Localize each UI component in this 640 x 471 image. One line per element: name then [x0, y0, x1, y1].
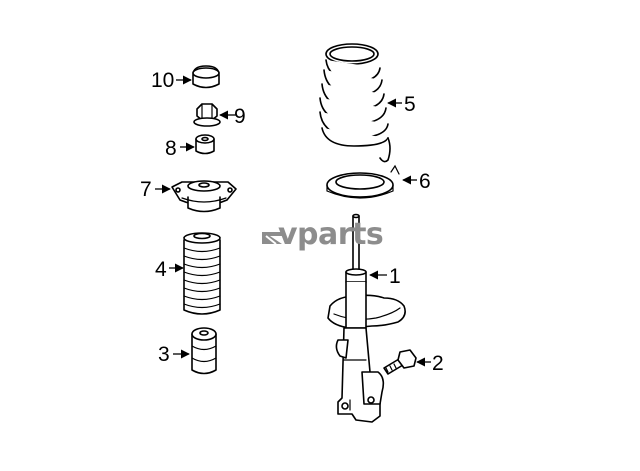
- callout-5: 5: [387, 93, 416, 116]
- vparts-logo-icon: [262, 232, 284, 244]
- callout-3: 3: [158, 343, 190, 366]
- part-1-strut-assembly: [327, 213, 406, 423]
- callout-6: 6: [402, 170, 431, 193]
- callout-label-6: 6: [419, 170, 431, 193]
- callout-label-7: 7: [140, 178, 152, 201]
- callout-label-8: 8: [165, 137, 177, 160]
- callout-label-3: 3: [158, 343, 170, 366]
- part-10-cap: [192, 65, 220, 89]
- callout-label-4: 4: [155, 258, 167, 281]
- callout-2: 2: [416, 352, 444, 375]
- watermark-text: vparts: [278, 217, 383, 252]
- part-9-nut: [193, 103, 221, 127]
- part-6-spring-seat: [326, 164, 400, 199]
- callout-9: 9: [219, 105, 246, 128]
- callout-label-5: 5: [404, 93, 416, 116]
- part-5-coil-spring: [319, 43, 391, 163]
- part-3-bump-stop: [191, 327, 217, 375]
- callout-1: 1: [369, 265, 401, 288]
- vparts-watermark: vparts: [262, 217, 384, 252]
- callout-10: 10: [151, 69, 192, 92]
- callout-label-2: 2: [432, 352, 444, 375]
- callout-label-9: 9: [234, 105, 246, 128]
- part-2-bolt: [383, 349, 417, 375]
- callout-4: 4: [155, 258, 184, 281]
- callout-7: 7: [140, 178, 171, 201]
- callout-label-1: 1: [389, 265, 401, 288]
- part-4-dust-boot: [183, 232, 221, 315]
- callout-8: 8: [165, 137, 195, 160]
- callout-label-10: 10: [151, 69, 174, 92]
- part-7-strut-mount: [171, 180, 237, 213]
- part-8-bushing: [195, 134, 215, 155]
